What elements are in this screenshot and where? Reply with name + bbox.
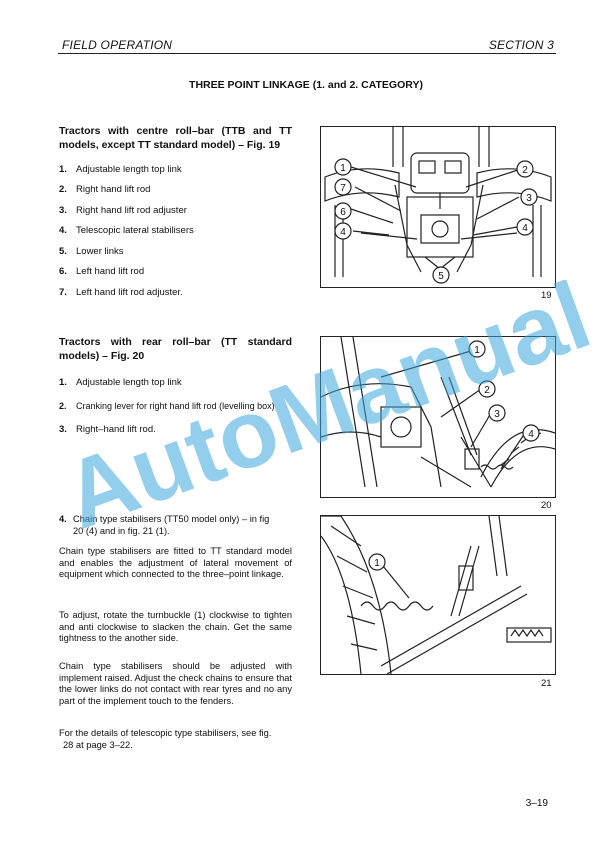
header-rule bbox=[58, 53, 556, 54]
figure-21-drawing: 1 bbox=[321, 516, 552, 674]
callout-label: 5 bbox=[438, 271, 444, 282]
item-4-chain-stabilisers: 4.Chain type stabilisers (TT50 model onl… bbox=[59, 514, 270, 536]
callout-label: 4 bbox=[522, 223, 528, 234]
callout-label: 7 bbox=[340, 183, 346, 194]
callout-label: 4 bbox=[528, 429, 534, 440]
running-header-right: SECTION 3 bbox=[488, 38, 554, 52]
callout-label: 3 bbox=[526, 193, 532, 204]
list-item: 5.Lower links bbox=[59, 246, 124, 257]
running-header-left: FIELD OPERATION bbox=[62, 38, 173, 52]
figure-19-rear-linkage: 1 2 7 3 6 4 4 5 bbox=[320, 126, 556, 288]
list-item: 2.Cranking lever for right hand lift rod… bbox=[59, 401, 275, 411]
page-title: THREE POINT LINKAGE (1. and 2. CATEGORY) bbox=[189, 79, 423, 91]
callout-label: 1 bbox=[340, 163, 346, 174]
paragraph-chain-stabilisers: Chain type stabilisers are fitted to TT … bbox=[59, 546, 292, 579]
paragraph-adjust-turnbuckle: To adjust, rotate the turnbuckle (1) clo… bbox=[59, 610, 292, 643]
list-item: 1.Adjustable length top link bbox=[59, 164, 182, 175]
section-heading-centre-roll-bar: Tractors with centre roll–bar (TTB and T… bbox=[59, 125, 292, 151]
list-item: 2.Right hand lift rod bbox=[59, 184, 151, 195]
list-item: 3.Right hand lift rod adjuster bbox=[59, 205, 187, 216]
section-heading-rear-roll-bar: Tractors with rear roll–bar (TT standard… bbox=[59, 336, 292, 362]
callout-label: 6 bbox=[340, 207, 346, 218]
callout-label: 2 bbox=[522, 165, 528, 176]
page-number: 3–19 bbox=[525, 798, 548, 809]
list-item: 3.Right–hand lift rod. bbox=[59, 424, 156, 435]
figure-number-19: 19 bbox=[541, 290, 552, 301]
list-item: 7.Left hand lift rod adjuster. bbox=[59, 287, 183, 298]
figure-21-chain-stabiliser: 1 bbox=[320, 515, 556, 675]
list-item: 4.Telescopic lateral stabilisers bbox=[59, 225, 194, 236]
list-item: 6.Left hand lift rod bbox=[59, 266, 145, 277]
list-item: 1.Adjustable length top link bbox=[59, 377, 182, 388]
callout-label: 1 bbox=[474, 345, 480, 356]
callout-label: 3 bbox=[494, 409, 500, 420]
callout-label: 2 bbox=[484, 385, 490, 396]
figure-19-drawing: 1 2 7 3 6 4 4 5 bbox=[324, 127, 552, 284]
callout-label: 1 bbox=[374, 558, 380, 569]
paragraph-telescopic-reference: For the details of telescopic type stabi… bbox=[59, 728, 272, 750]
figure-number-21: 21 bbox=[541, 678, 552, 689]
callout-label: 4 bbox=[340, 227, 346, 238]
figure-20-rear-roll-bar: 1 2 3 4 bbox=[320, 336, 556, 498]
paragraph-adjust-raised: Chain type stabilisers should be adjuste… bbox=[59, 661, 292, 706]
figure-number-20: 20 bbox=[541, 500, 552, 511]
figure-20-drawing: 1 2 3 4 bbox=[321, 337, 555, 488]
